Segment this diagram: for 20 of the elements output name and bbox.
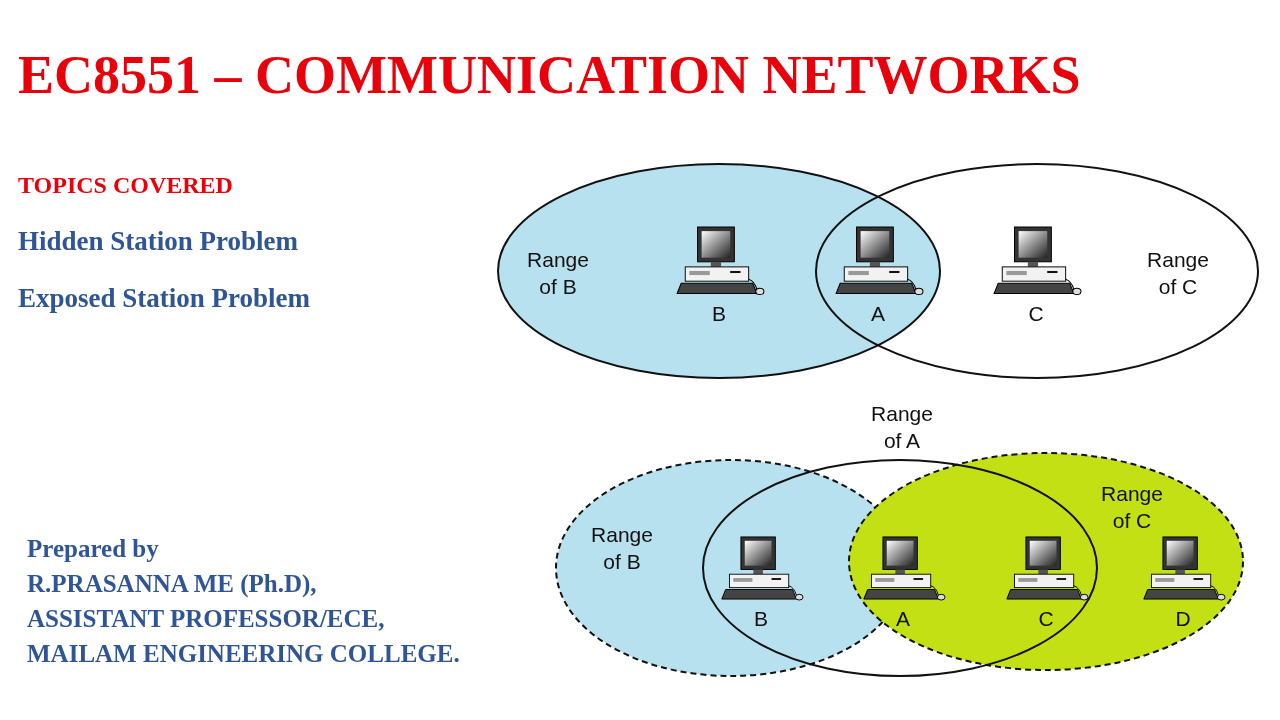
author-line: ASSISTANT PROFESSOR/ECE, bbox=[27, 605, 385, 633]
station-label: A bbox=[895, 606, 911, 631]
station-label: B bbox=[711, 301, 727, 326]
author-line: R.PRASANNA ME (Ph.D), bbox=[27, 570, 317, 598]
range-label: Range of B bbox=[590, 522, 654, 575]
slide-title: EC8551 – COMMUNICATION NETWORKS bbox=[18, 44, 1081, 106]
author-line: Prepared by bbox=[27, 535, 159, 563]
station-label: D bbox=[1174, 606, 1192, 631]
range-label: Range of A bbox=[870, 401, 934, 454]
station-label: A bbox=[870, 301, 886, 326]
author-line: MAILAM ENGINEERING COLLEGE. bbox=[27, 640, 460, 668]
station-label: B bbox=[753, 606, 769, 631]
range-label: Range of C bbox=[1100, 481, 1164, 534]
topic-item: Exposed Station Problem bbox=[18, 283, 311, 314]
station-label: C bbox=[1037, 606, 1055, 631]
range-label: Range of C bbox=[1146, 247, 1210, 300]
section-heading: TOPICS COVERED bbox=[18, 172, 233, 199]
station-label: C bbox=[1027, 301, 1045, 326]
range-label: Range of B bbox=[526, 247, 590, 300]
topic-item: Hidden Station Problem bbox=[18, 226, 299, 257]
